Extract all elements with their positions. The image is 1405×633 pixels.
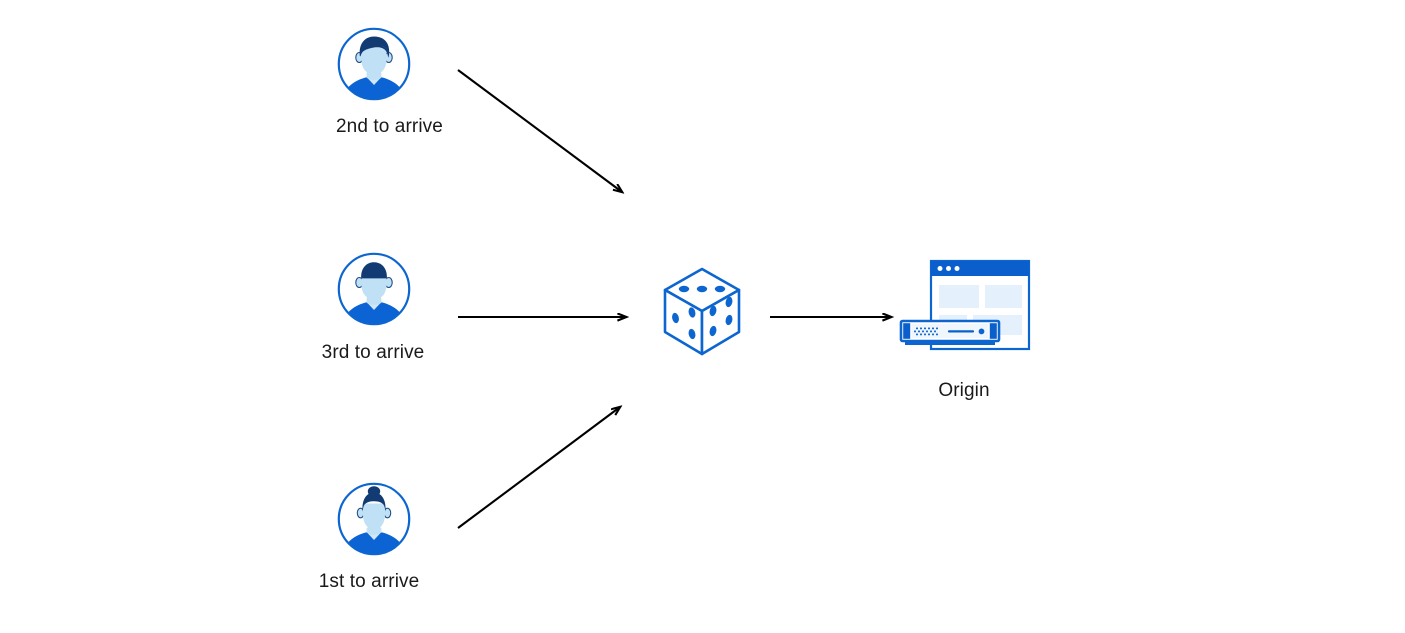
user-avatar-male-short-hair-icon (336, 26, 412, 102)
origin-label: Origin (938, 380, 990, 401)
server-device (899, 319, 1001, 345)
user-avatar-female-bun-icon (336, 481, 412, 557)
client-middle-label: 3rd to arrive (321, 342, 425, 363)
origin-server-browser-icon (895, 255, 1035, 365)
user-avatar-male-buzz-cut-icon (336, 251, 412, 327)
arrow-top-to-dice (457, 69, 622, 192)
dice-cube-icon (659, 264, 745, 360)
arrow-bottom-to-dice (457, 407, 620, 529)
client-top-label: 2nd to arrive (336, 116, 443, 137)
client-bottom-label: 1st to arrive (318, 571, 420, 592)
